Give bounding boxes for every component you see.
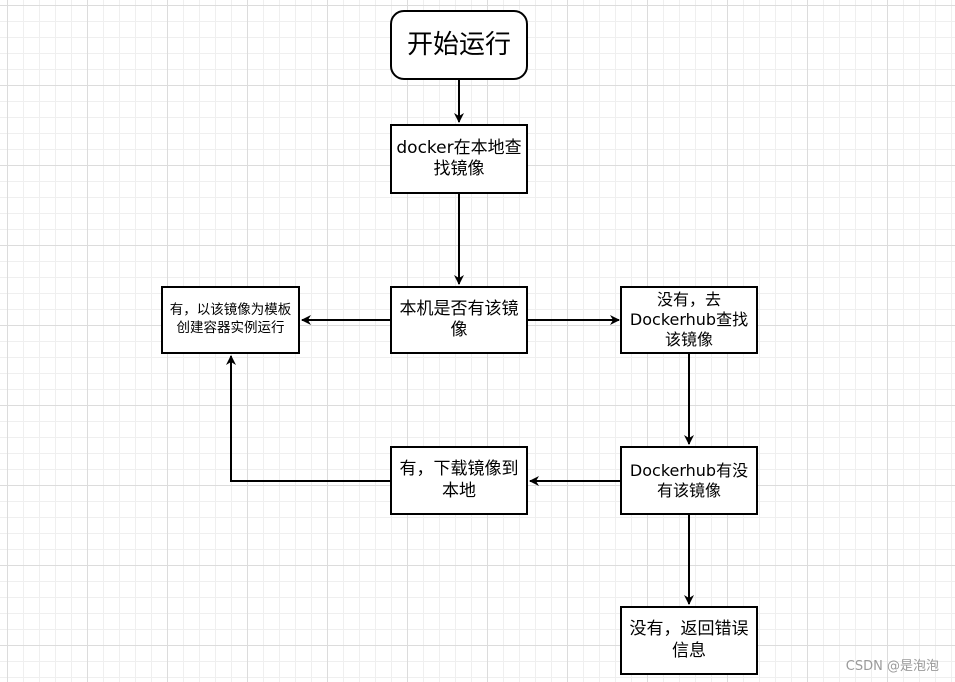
error-label: 没有，返回错误信息	[629, 619, 749, 661]
error-node: 没有，返回错误信息	[620, 606, 758, 675]
create-container-label: 有，以该镜像为模板创建容器实例运行	[169, 302, 292, 336]
start-node: 开始运行	[390, 10, 528, 80]
download-node: 有，下载镜像到本地	[390, 446, 528, 515]
arrow-download-to-create-container	[226, 355, 390, 482]
local-check-label: 本机是否有该镜像	[399, 298, 519, 340]
local-check-node: 本机是否有该镜像	[390, 286, 528, 354]
search-hub-node: 没有，去Dockerhub查找该镜像	[620, 286, 758, 354]
start-node-label: 开始运行	[406, 29, 511, 60]
create-container-node: 有，以该镜像为模板创建容器实例运行	[161, 286, 300, 354]
search-hub-label: 没有，去Dockerhub查找该镜像	[629, 290, 749, 349]
hub-check-label: Dockerhub有没有该镜像	[629, 460, 749, 500]
search-local-label: docker在本地查找镜像	[396, 137, 522, 179]
hub-check-node: Dockerhub有没有该镜像	[620, 446, 758, 515]
watermark: CSDN @是泡泡	[845, 659, 939, 674]
search-local-node: docker在本地查找镜像	[390, 124, 528, 194]
download-label: 有，下载镜像到本地	[399, 459, 519, 501]
